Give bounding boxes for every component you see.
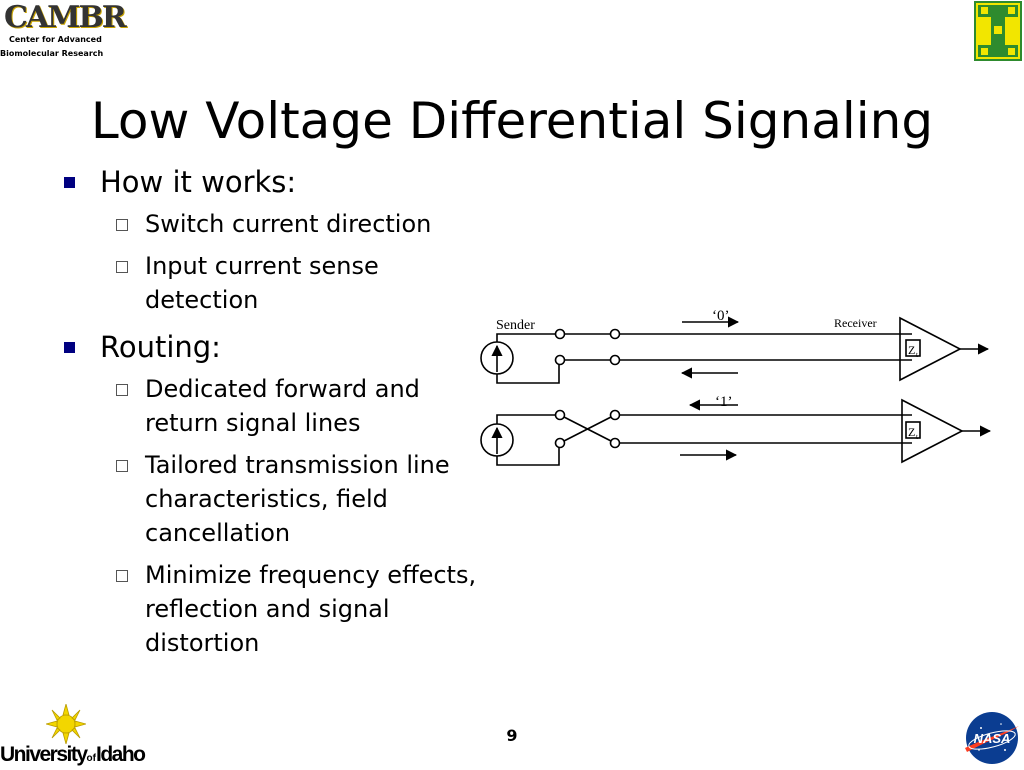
circuit-one-state <box>480 398 992 466</box>
cambr-subtitle-1: Center for Advanced <box>9 35 102 44</box>
sub-bullet-text: return signal lines <box>145 409 361 437</box>
bullet-marker <box>64 177 75 188</box>
cambr-logo: CAMBR Center for Advanced Biomolecular R… <box>0 0 127 62</box>
impedance-label: Z <box>908 343 915 357</box>
switch-terminal-icon <box>609 328 621 340</box>
sub-bullet-text: Input current sense <box>145 252 379 280</box>
nasa-logo-icon: NASA <box>965 712 1019 764</box>
bullet-how-it-works: How it works: <box>100 165 297 199</box>
checkbox-bullet-icon <box>116 384 128 396</box>
checkbox-bullet-icon <box>116 219 128 231</box>
sub-bullet-text: reflection and signal <box>145 595 390 623</box>
switch-terminal-icon <box>554 437 566 449</box>
sub-bullet-text: Switch current direction <box>145 210 432 238</box>
sender-label: Sender <box>496 318 535 333</box>
lvds-circuit-diagram: Sender Receiver ‘0’ ‘1’ Z t Z t <box>480 308 992 466</box>
receiver-amplifier-icon <box>901 398 964 464</box>
circuit-zero-state <box>480 316 990 384</box>
checkbox-bullet-icon <box>116 460 128 472</box>
page-number: 9 <box>506 726 518 745</box>
switch-terminal-icon <box>609 354 621 366</box>
receiver-amplifier-icon <box>899 316 962 382</box>
switch-terminal-icon <box>609 409 621 421</box>
sub-bullet-text: distortion <box>145 629 260 657</box>
one-label: ‘1’ <box>715 394 733 410</box>
nasa-text: NASA <box>974 731 1011 746</box>
sub-bullet-text: detection <box>145 286 259 314</box>
sub-bullet-text: Minimize frequency effects, <box>145 561 477 589</box>
termination-resistor-icon <box>905 421 921 439</box>
impedance-label: Z <box>908 425 915 439</box>
switch-terminal-icon <box>554 409 566 421</box>
bullet-routing: Routing: <box>100 330 221 364</box>
bullet-marker <box>64 342 75 353</box>
switch-terminal-icon <box>554 328 566 340</box>
checkbox-bullet-icon <box>116 261 128 273</box>
cambr-subtitle-2: Biomolecular Research <box>0 49 104 58</box>
impedance-subscript: t <box>916 351 918 359</box>
sub-bullet-text: cancellation <box>145 519 291 547</box>
sub-bullet-text: Tailored transmission line <box>145 451 450 479</box>
switch-terminal-icon <box>609 437 621 449</box>
idaho-i-logo-icon <box>974 1 1022 61</box>
termination-resistor-icon <box>905 339 921 357</box>
cambr-wordmark: CAMBR <box>4 0 127 35</box>
checkbox-bullet-icon <box>116 570 128 582</box>
zero-label: ‘0’ <box>712 308 730 324</box>
switch-terminal-icon <box>554 354 566 366</box>
receiver-label: Receiver <box>834 316 877 330</box>
slide-title: Low Voltage Differential Signaling <box>90 92 934 150</box>
university-of-idaho-wordmark: UniversityofIdaho <box>0 743 146 766</box>
idaho-sun-logo-icon <box>46 704 86 744</box>
sub-bullet-text: Dedicated forward and <box>145 375 420 403</box>
impedance-subscript: t <box>916 433 918 441</box>
sub-bullet-text: characteristics, field <box>145 485 388 513</box>
